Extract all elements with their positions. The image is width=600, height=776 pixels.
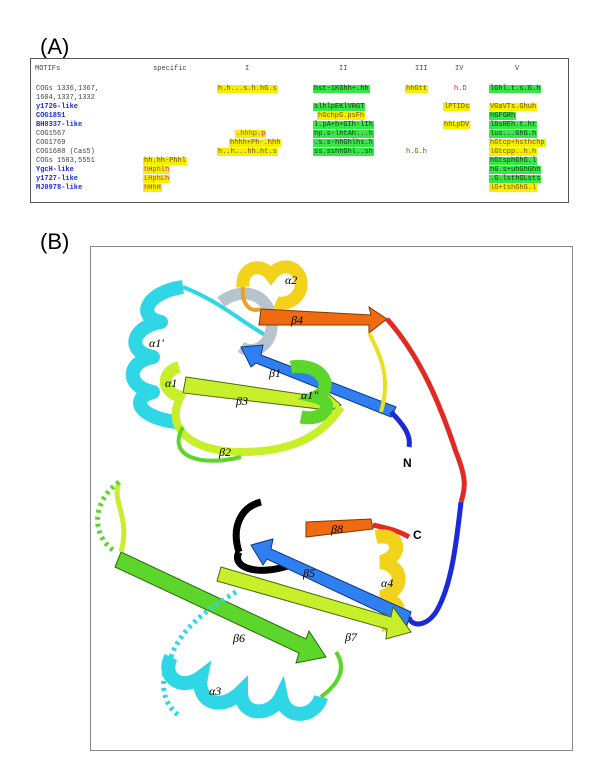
specific-seq: hh.hh-Phhl xyxy=(143,157,188,165)
coil-n-terminus xyxy=(389,410,412,448)
specific-seq: LHphLh xyxy=(143,175,171,183)
row-label: YgcH-like xyxy=(36,166,74,174)
header-motif-ii: II xyxy=(339,65,348,73)
motif-i-seq: h..h...hh.ht.s xyxy=(217,148,278,156)
coil-cyan-top xyxy=(182,285,270,339)
label-beta7: β7 xyxy=(344,630,358,644)
coil-blue-right xyxy=(406,501,464,627)
panel-b-label: (B) xyxy=(40,229,70,254)
label-beta3: β3 xyxy=(235,394,248,408)
label-beta8: β8 xyxy=(330,522,343,536)
strand-beta2 xyxy=(171,390,345,457)
motif-i-seq: h.h...s.h.hG.s xyxy=(217,85,278,93)
motif-v-seq: lGsREh.t.ht xyxy=(489,121,538,129)
motif-iv-seq: lPTIDs xyxy=(443,103,471,111)
header-specific: specific xyxy=(153,65,187,73)
label-alpha4: α4 xyxy=(381,576,393,590)
motif-ii-seq: hst-1KGhh+.hh xyxy=(313,85,370,93)
motif-i-seq: hhhh+Ph-.hhh xyxy=(229,139,282,147)
motif-ii-seq: hGchpG.psFh xyxy=(317,112,366,120)
header-motif-iv: IV xyxy=(455,65,464,73)
dotted-loop-bottom xyxy=(161,589,238,720)
motif-v-seq: VGaVTs.Ghuh xyxy=(489,103,538,111)
label-alpha1: α1 xyxy=(165,376,177,390)
coil-orange xyxy=(240,286,262,312)
label-beta2: β2 xyxy=(218,445,231,459)
motif-v-seq: hGFGRh xyxy=(489,112,517,120)
strand-beta7 xyxy=(216,566,412,640)
strand-beta5 xyxy=(250,538,412,626)
motif-v-seq: lG+tshGhG.l xyxy=(489,184,538,192)
label-alpha1-double-prime: α1" xyxy=(301,388,319,402)
row-label: COG1567 xyxy=(36,130,66,138)
motif-v-seq: lGhl.t.s.G.h xyxy=(489,85,542,93)
label-alpha2: α2 xyxy=(285,273,297,287)
row-label: COG1688 (Cas5) xyxy=(36,148,95,156)
specific-seq: hHphlh xyxy=(143,166,171,174)
row-label: 1604,1337,1332 xyxy=(36,94,95,102)
row-label: COG1851 xyxy=(36,112,66,120)
motif-v-seq: lGtcpp..h.h xyxy=(489,148,538,156)
helix-alpha1-double-prime xyxy=(289,359,334,425)
c-terminus-label: C xyxy=(413,528,422,542)
strand-beta6 xyxy=(114,551,327,664)
row-label: y1727-like xyxy=(36,175,79,183)
row-label: COGs 1336,1367, xyxy=(36,85,100,93)
header-motif-v: V xyxy=(515,65,520,73)
panel-a-label: (A) xyxy=(40,34,70,59)
coil-red xyxy=(385,317,467,503)
motif-iv-seq: h.D xyxy=(454,85,467,93)
motif-alignment-table: MOTIFs specific I II III IV V COGs 1336,… xyxy=(30,58,569,203)
row-label: BH0337-like xyxy=(36,121,83,129)
motif-ii-seq: ss.sshhGhl..sh xyxy=(313,148,374,156)
strand-beta8 xyxy=(305,518,374,538)
motif-ii-seq: l.pA+h+GIh-lIh xyxy=(313,121,374,129)
row-label: y1726-like xyxy=(36,103,79,111)
motif-ii-seq: .s.s-hhGhlhs.h xyxy=(313,139,374,147)
coil-green-lower xyxy=(176,426,242,463)
dotted-loop-top xyxy=(95,479,121,555)
strand-beta4 xyxy=(258,305,388,335)
label-beta1: β1 xyxy=(268,366,281,380)
label-alpha3: α3 xyxy=(209,684,221,698)
helix-alpha3 xyxy=(161,653,328,721)
motif-iii-seq: hhGtt xyxy=(405,85,429,93)
coil-green-bottom xyxy=(319,650,343,699)
label-beta4: β4 xyxy=(290,313,303,327)
n-terminus-label: N xyxy=(403,456,412,470)
header-motif-iii: III xyxy=(415,65,428,73)
label-beta5: β5 xyxy=(302,566,315,580)
label-beta6: β6 xyxy=(232,631,245,645)
motif-i-seq: .hhhp.p xyxy=(235,130,267,138)
motif-iv-seq: hhLpDV xyxy=(443,121,471,129)
motif-ii-seq: hp.s-lhtAh...h xyxy=(313,130,374,138)
coil-c-terminus xyxy=(372,522,411,540)
coil-black xyxy=(232,498,293,574)
coil-yellow xyxy=(367,332,388,413)
motif-v-seq: hGtsphGhG.l xyxy=(489,157,538,165)
helix-alpha2 xyxy=(236,260,308,310)
coil-green-left xyxy=(114,481,127,553)
helix-alpha1-prime xyxy=(126,280,185,429)
header-motif-i: I xyxy=(245,65,250,73)
label-alpha1-prime: α1' xyxy=(149,336,164,350)
motif-iii-seq: h.G.h xyxy=(406,148,428,156)
motif-v-seq: hG.s+uhGhGhh xyxy=(489,166,542,174)
helix-alpha1 xyxy=(159,361,184,403)
row-label: COGs 1583,5551 xyxy=(36,157,95,165)
motif-v-seq: hGtcp+hsthchp xyxy=(489,139,546,147)
row-label: MJ0978-like xyxy=(36,184,83,192)
row-label: COG1769 xyxy=(36,139,66,147)
protein-structure-figure: N C α2 β4 α1' β1 α1 β3 α1" β2 xyxy=(90,246,573,751)
ribbon-diagram: N C α2 β4 α1' β1 α1 β3 α1" β2 xyxy=(95,260,467,721)
motif-v-seq: lus...GhG.h xyxy=(489,130,538,138)
motif-v-seq: .G.lsthGLsts xyxy=(489,175,542,183)
specific-seq: hHhH xyxy=(143,184,162,192)
motif-ii-seq: slhlpEKlVRGT xyxy=(313,103,366,111)
header-motifs: MOTIFs xyxy=(35,65,61,73)
